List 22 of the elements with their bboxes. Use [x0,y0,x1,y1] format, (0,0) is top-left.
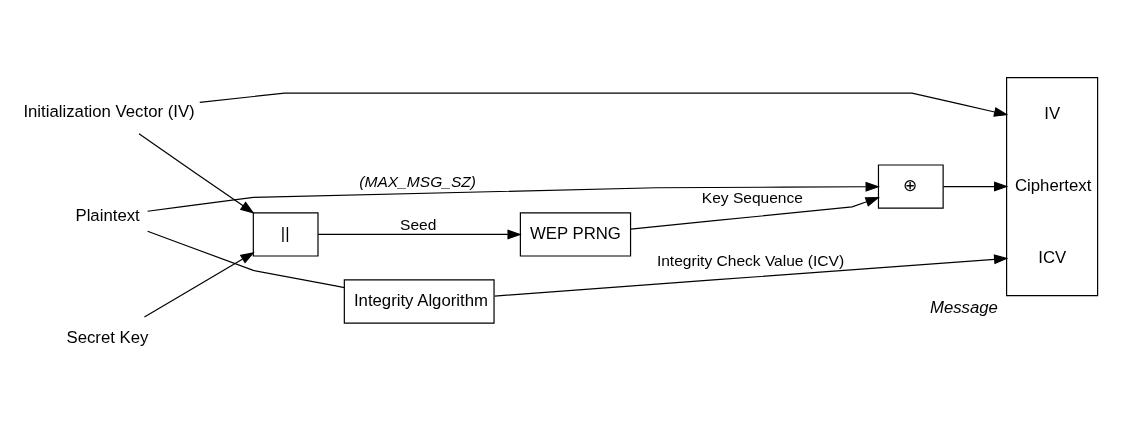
edge-label: Key Sequence [701,188,803,206]
arrow [199,92,1009,117]
arrow [317,228,522,239]
node-box: IV Ciphertext ICV [1006,76,1099,296]
node-text: Initialization Vector (IV) [23,101,195,121]
arrow [494,253,1009,297]
node-box: WEP PRNG [519,211,632,257]
node-text: Secret Key [66,327,149,347]
edge-label: (MAX_MSG_SZ) [359,172,476,190]
node-text: Plaintext [75,205,140,225]
node-box: ⊕ [877,163,944,209]
node-box: Integrity Algorithm [343,278,495,324]
arrow [630,196,880,230]
edge-label: Integrity Check Value (ICV) [656,251,845,269]
arrow [143,251,255,318]
arrow [146,181,880,212]
node-box: || [252,211,319,257]
node-label: Message [929,297,998,317]
edge-label: Seed [400,215,437,233]
connector [146,230,345,288]
arrow [942,181,1009,192]
arrow [138,132,255,214]
